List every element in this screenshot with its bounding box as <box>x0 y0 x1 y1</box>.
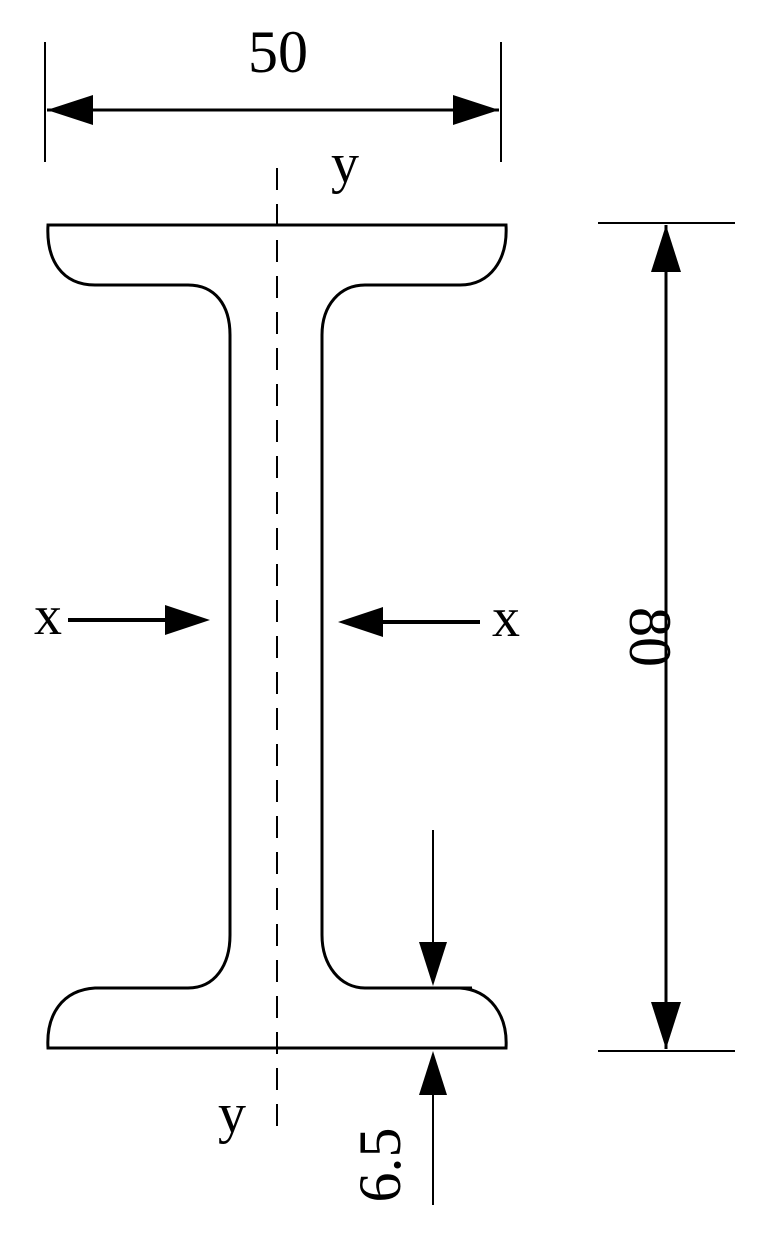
x-axis-arrowhead-right <box>338 607 383 637</box>
y-axis-label-top: y <box>331 133 359 195</box>
i-beam-outline <box>46 223 508 1050</box>
thickness-arrowhead-bottom <box>419 1051 447 1095</box>
height-arrowhead-top <box>651 225 681 272</box>
x-axis-label-left: x <box>34 585 62 647</box>
width-dimension-label: 50 <box>248 19 308 85</box>
height-arrowhead-bottom <box>651 1002 681 1049</box>
x-axis-arrowhead-left <box>165 605 210 635</box>
width-arrowhead-right <box>453 95 499 125</box>
x-axis-label-right: x <box>492 587 520 649</box>
height-dimension-label: 80 <box>617 607 683 667</box>
width-arrowhead-left <box>47 95 93 125</box>
thickness-arrowhead-top <box>419 942 447 986</box>
thickness-dimension-label: 6.5 <box>347 1128 413 1203</box>
y-axis-label-bottom: y <box>218 1083 246 1145</box>
